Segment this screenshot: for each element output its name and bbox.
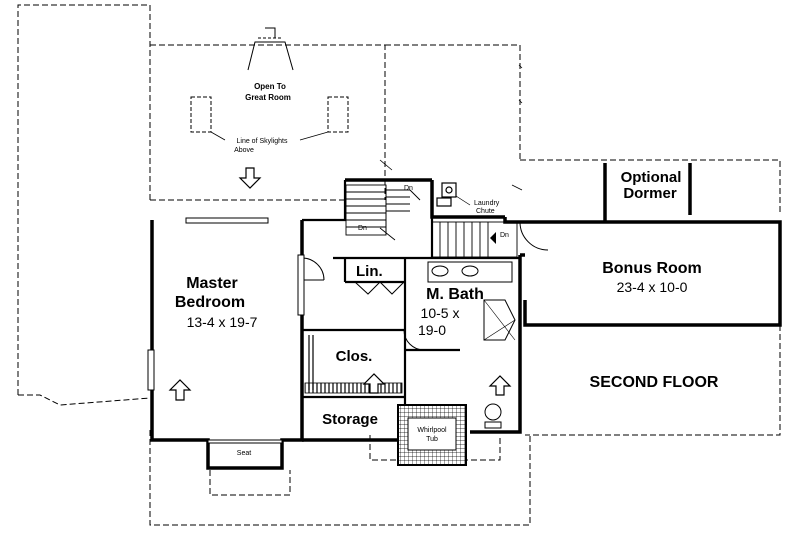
- master-bath-dims-line2: 19-0: [418, 322, 446, 338]
- floor-title: SECOND FLOOR: [590, 374, 719, 391]
- roof-tick-marks: [379, 64, 523, 191]
- exterior-walls: [150, 163, 782, 470]
- master-bedroom-dimensions: 13-4 x 19-7: [187, 314, 258, 330]
- master-bath-label: M. Bath: [426, 286, 484, 303]
- svg-text:Great Room: Great Room: [245, 93, 291, 102]
- bay-window: [247, 27, 294, 71]
- windows: [147, 217, 305, 444]
- arrow-up-icon-bath: [488, 375, 512, 396]
- laundry-chute-label-line2: Chute: [476, 208, 495, 215]
- whirlpool-tub-label-line1: Whirlpool: [417, 427, 447, 434]
- master-bedroom-label-line1: Master: [186, 275, 238, 292]
- linen-label: Lin.: [356, 263, 383, 280]
- stair-arrow-icon: [490, 232, 496, 244]
- master-bedroom-label-line2: Bedroom: [175, 294, 245, 311]
- closet-shelf-left: [306, 335, 314, 390]
- svg-text:Line of Skylights: Line of Skylights: [237, 138, 288, 145]
- stairs: [345, 184, 518, 258]
- bonus-room-label: Bonus Room: [602, 260, 702, 277]
- down-label-3: Dn: [500, 232, 509, 239]
- arrow-up-icon-closet: [362, 373, 386, 394]
- svg-text:Open To: Open To: [254, 82, 286, 91]
- bonus-room-dimensions: 23-4 x 10-0: [617, 279, 688, 295]
- seat-label: Seat: [237, 450, 251, 457]
- laundry-chute-label-line1: Laundry: [474, 200, 500, 207]
- bath-fixtures: [427, 261, 516, 429]
- open-to-great-room-label: Open To Great Room: [245, 82, 291, 102]
- arrow-up-icon-bedroom: [168, 379, 192, 401]
- interior-walls: [300, 180, 520, 440]
- skylight-outlines: [190, 96, 349, 133]
- down-label-2: Dn: [358, 225, 367, 232]
- master-bath-dims-line1: 10-5 x: [421, 305, 460, 321]
- closet-label: Clos.: [336, 348, 373, 365]
- whirlpool-tub-label-line2: Tub: [426, 436, 438, 443]
- dashed-roof-outlines: [17, 4, 781, 526]
- closet-rack: [304, 382, 403, 394]
- svg-text:Above: Above: [234, 147, 254, 154]
- optional-dormer-label-line2: Dormer: [623, 185, 677, 202]
- optional-dormer-label-line1: Optional: [621, 169, 682, 186]
- storage-label: Storage: [322, 411, 378, 428]
- down-label-1: Dn: [404, 185, 413, 192]
- skylights-note: Line of Skylights Above: [234, 138, 288, 154]
- laundry-chute: [436, 182, 471, 207]
- view-arrow-icon: [238, 167, 262, 189]
